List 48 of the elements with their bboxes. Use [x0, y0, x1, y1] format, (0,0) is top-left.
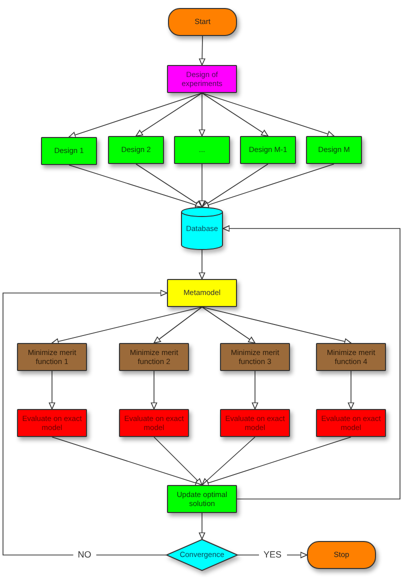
- arrow: [222, 225, 400, 500]
- arrow: [198, 250, 206, 280]
- arrow: [202, 164, 334, 208]
- arrow: [2, 290, 168, 556]
- process-box: [119, 409, 189, 437]
- arrow: [202, 306, 352, 345]
- process-box: [220, 343, 290, 371]
- arrow: [202, 306, 256, 344]
- arrow: [198, 512, 206, 540]
- process-box: [119, 343, 189, 371]
- process-box: [17, 409, 87, 437]
- edge-label: YES: [258, 550, 286, 560]
- terminal-box: [168, 8, 237, 36]
- arrow: [202, 436, 256, 486]
- arrow: [202, 436, 352, 486]
- process-box: [167, 65, 237, 93]
- edge-label: NO: [72, 550, 96, 560]
- arrow: [154, 306, 202, 344]
- arrow: [348, 370, 354, 410]
- arrow: [198, 36, 206, 66]
- arrow: [154, 436, 202, 486]
- arrow: [252, 370, 258, 410]
- arrow: [198, 92, 206, 136]
- arrow: [52, 436, 202, 486]
- process-box: [167, 279, 237, 307]
- process-box: [306, 136, 362, 164]
- arrow: [150, 370, 158, 410]
- process-box: [17, 343, 87, 371]
- decision-diamond: [166, 539, 238, 571]
- arrow: [48, 370, 56, 410]
- arrow: [198, 164, 206, 208]
- arrow: [136, 164, 202, 208]
- arrow: [202, 92, 334, 138]
- process-box: [167, 485, 237, 513]
- process-box: [41, 137, 97, 165]
- arrow: [202, 92, 268, 136]
- process-box: [220, 409, 290, 437]
- process-box: [174, 136, 230, 164]
- process-box: [316, 343, 386, 371]
- terminal-box: [307, 541, 376, 569]
- arrow: [52, 306, 202, 345]
- database-cylinder: [181, 207, 223, 250]
- arrow: [202, 164, 268, 208]
- process-box: [108, 136, 164, 164]
- process-box: [316, 409, 386, 437]
- arrow: [68, 92, 202, 138]
- arrow: [136, 92, 202, 136]
- process-box: [240, 136, 296, 164]
